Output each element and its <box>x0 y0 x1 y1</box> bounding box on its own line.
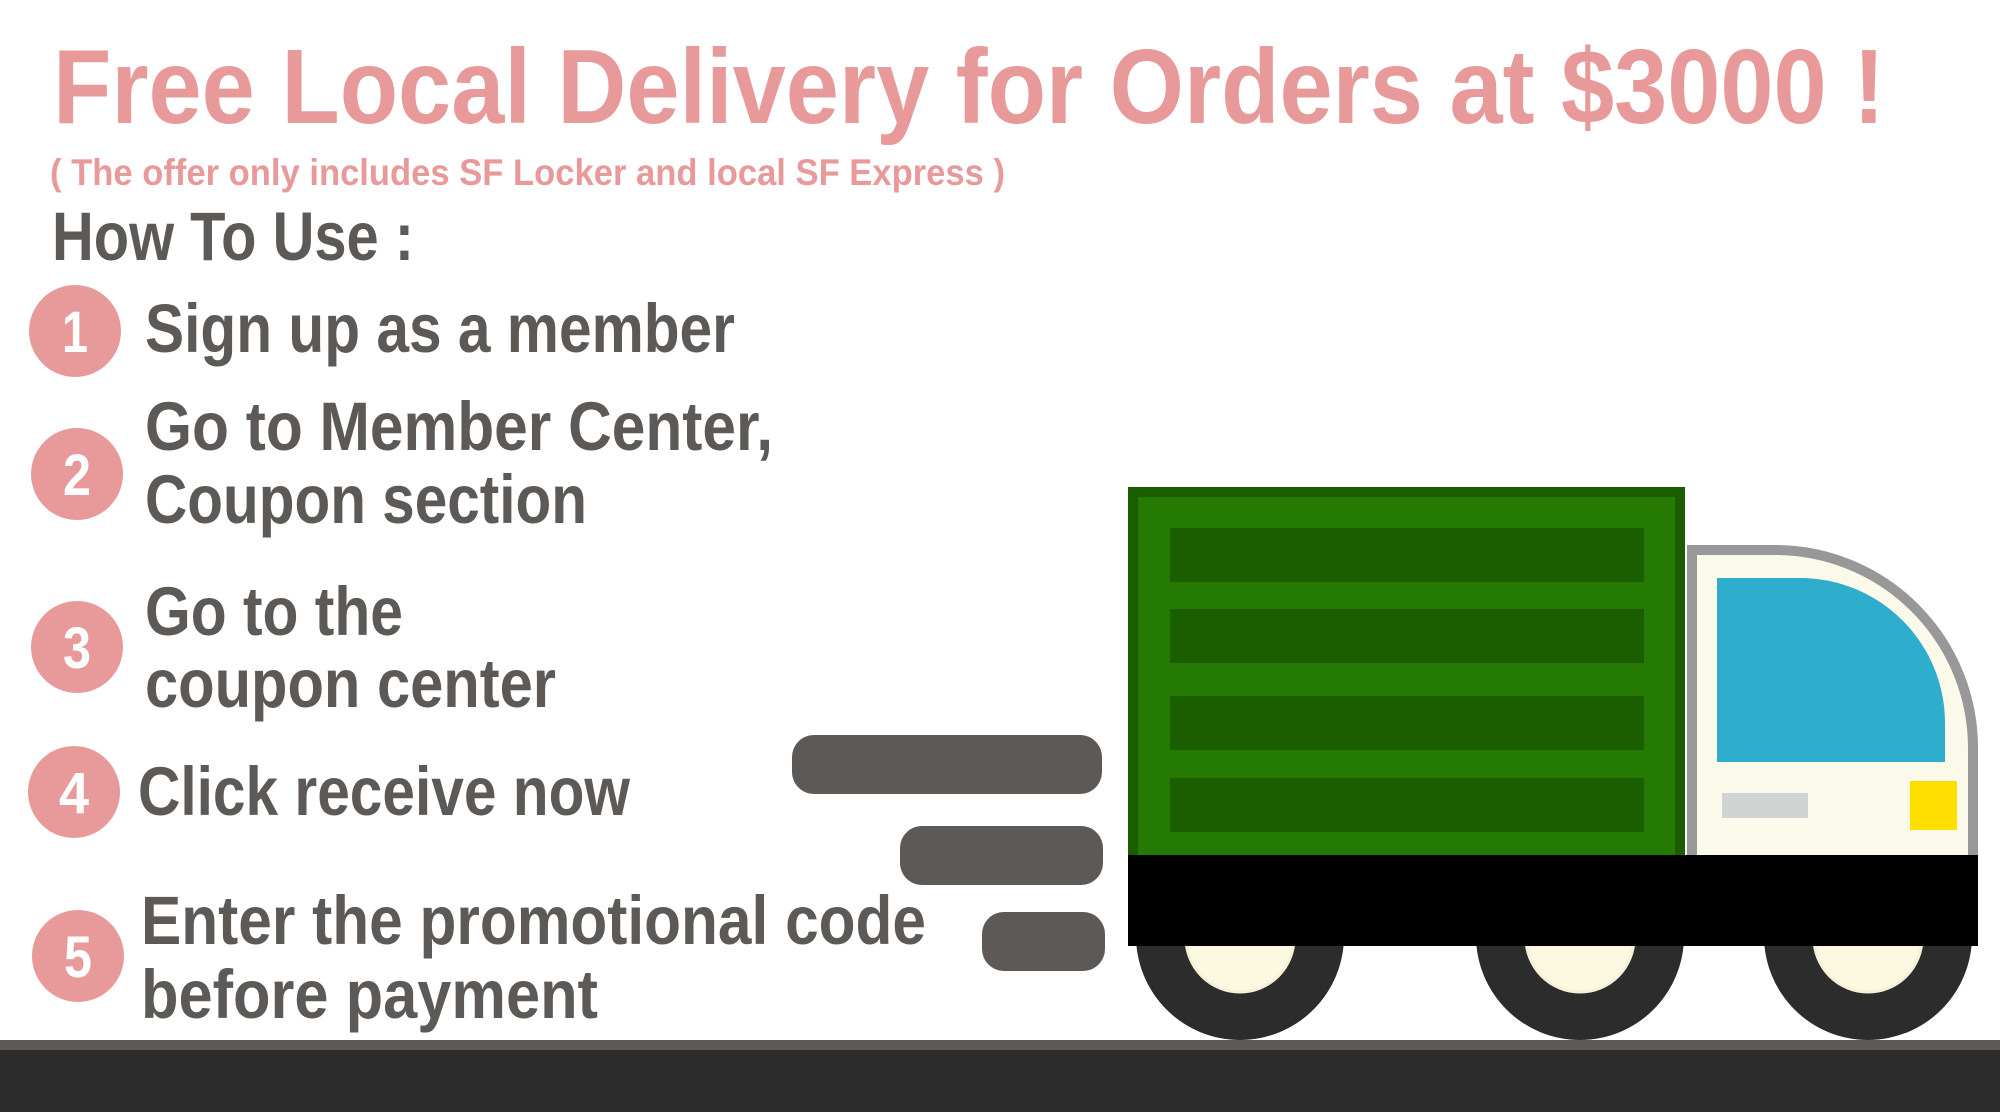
step-number-circle <box>31 601 123 693</box>
promo-subtitle: ( The offer only includes SF Locker and … <box>50 152 1005 193</box>
delivery-truck-icon <box>1128 487 1978 1040</box>
truck-chassis <box>1128 855 1978 946</box>
promo-title: Free Local Delivery for Orders at $3000 … <box>53 28 1885 146</box>
header: Free Local Delivery for Orders at $3000 … <box>50 28 1885 275</box>
truck-cab <box>1687 545 1978 865</box>
step-2: 2 Go to Member Center, Coupon section <box>31 388 773 538</box>
cargo-slat <box>1170 609 1644 663</box>
step-text-line-2: coupon center <box>145 645 556 722</box>
road-edge <box>0 1040 2000 1050</box>
step-number-circle <box>29 285 121 377</box>
step-number-badge: 4 <box>28 746 120 838</box>
step-number-badge: 5 <box>32 910 124 1002</box>
cargo-slat <box>1170 778 1644 832</box>
speed-line-icon <box>900 826 1103 885</box>
step-number: 5 <box>64 925 92 990</box>
speed-line-icon <box>982 912 1105 971</box>
step-text-line-1: Go to Member Center, <box>145 388 773 465</box>
step-text: Sign up as a member <box>145 290 735 367</box>
headlight <box>1910 781 1957 830</box>
road <box>0 1040 2000 1112</box>
step-number-badge: 2 <box>31 428 123 520</box>
step-number: 3 <box>63 616 91 681</box>
step-number: 4 <box>59 761 89 826</box>
step-4: 4 Click receive now <box>28 746 630 838</box>
cargo-slat <box>1170 696 1644 750</box>
steps-list: 1 Sign up as a member 2 Go to Member Cen… <box>28 285 926 1033</box>
step-1: 1 Sign up as a member <box>29 285 735 377</box>
cab-window <box>1717 578 1945 762</box>
cargo-box <box>1128 487 1685 855</box>
step-text-line-2: Coupon section <box>145 461 587 538</box>
step-5: 5 Enter the promotional code before paym… <box>32 882 926 1033</box>
cargo-slat <box>1170 528 1644 582</box>
step-number-badge: 1 <box>29 285 121 377</box>
step-number-badge: 3 <box>31 601 123 693</box>
step-number-circle <box>28 746 120 838</box>
road-surface <box>0 1050 2000 1112</box>
step-text-line-2: before payment <box>141 956 598 1033</box>
step-number: 2 <box>63 443 91 508</box>
speed-line-icon <box>792 735 1102 794</box>
step-3: 3 Go to the coupon center <box>31 573 556 722</box>
step-text-line-1: Go to the <box>145 573 403 650</box>
step-number: 1 <box>62 300 88 365</box>
step-text-line-1: Enter the promotional code <box>141 882 926 959</box>
step-number-circle <box>32 910 124 1002</box>
step-number-circle <box>31 428 123 520</box>
side-lamp <box>1722 793 1808 818</box>
speed-lines <box>792 735 1105 971</box>
how-to-use-heading: How To Use : <box>52 198 414 275</box>
step-text: Click receive now <box>138 753 630 830</box>
